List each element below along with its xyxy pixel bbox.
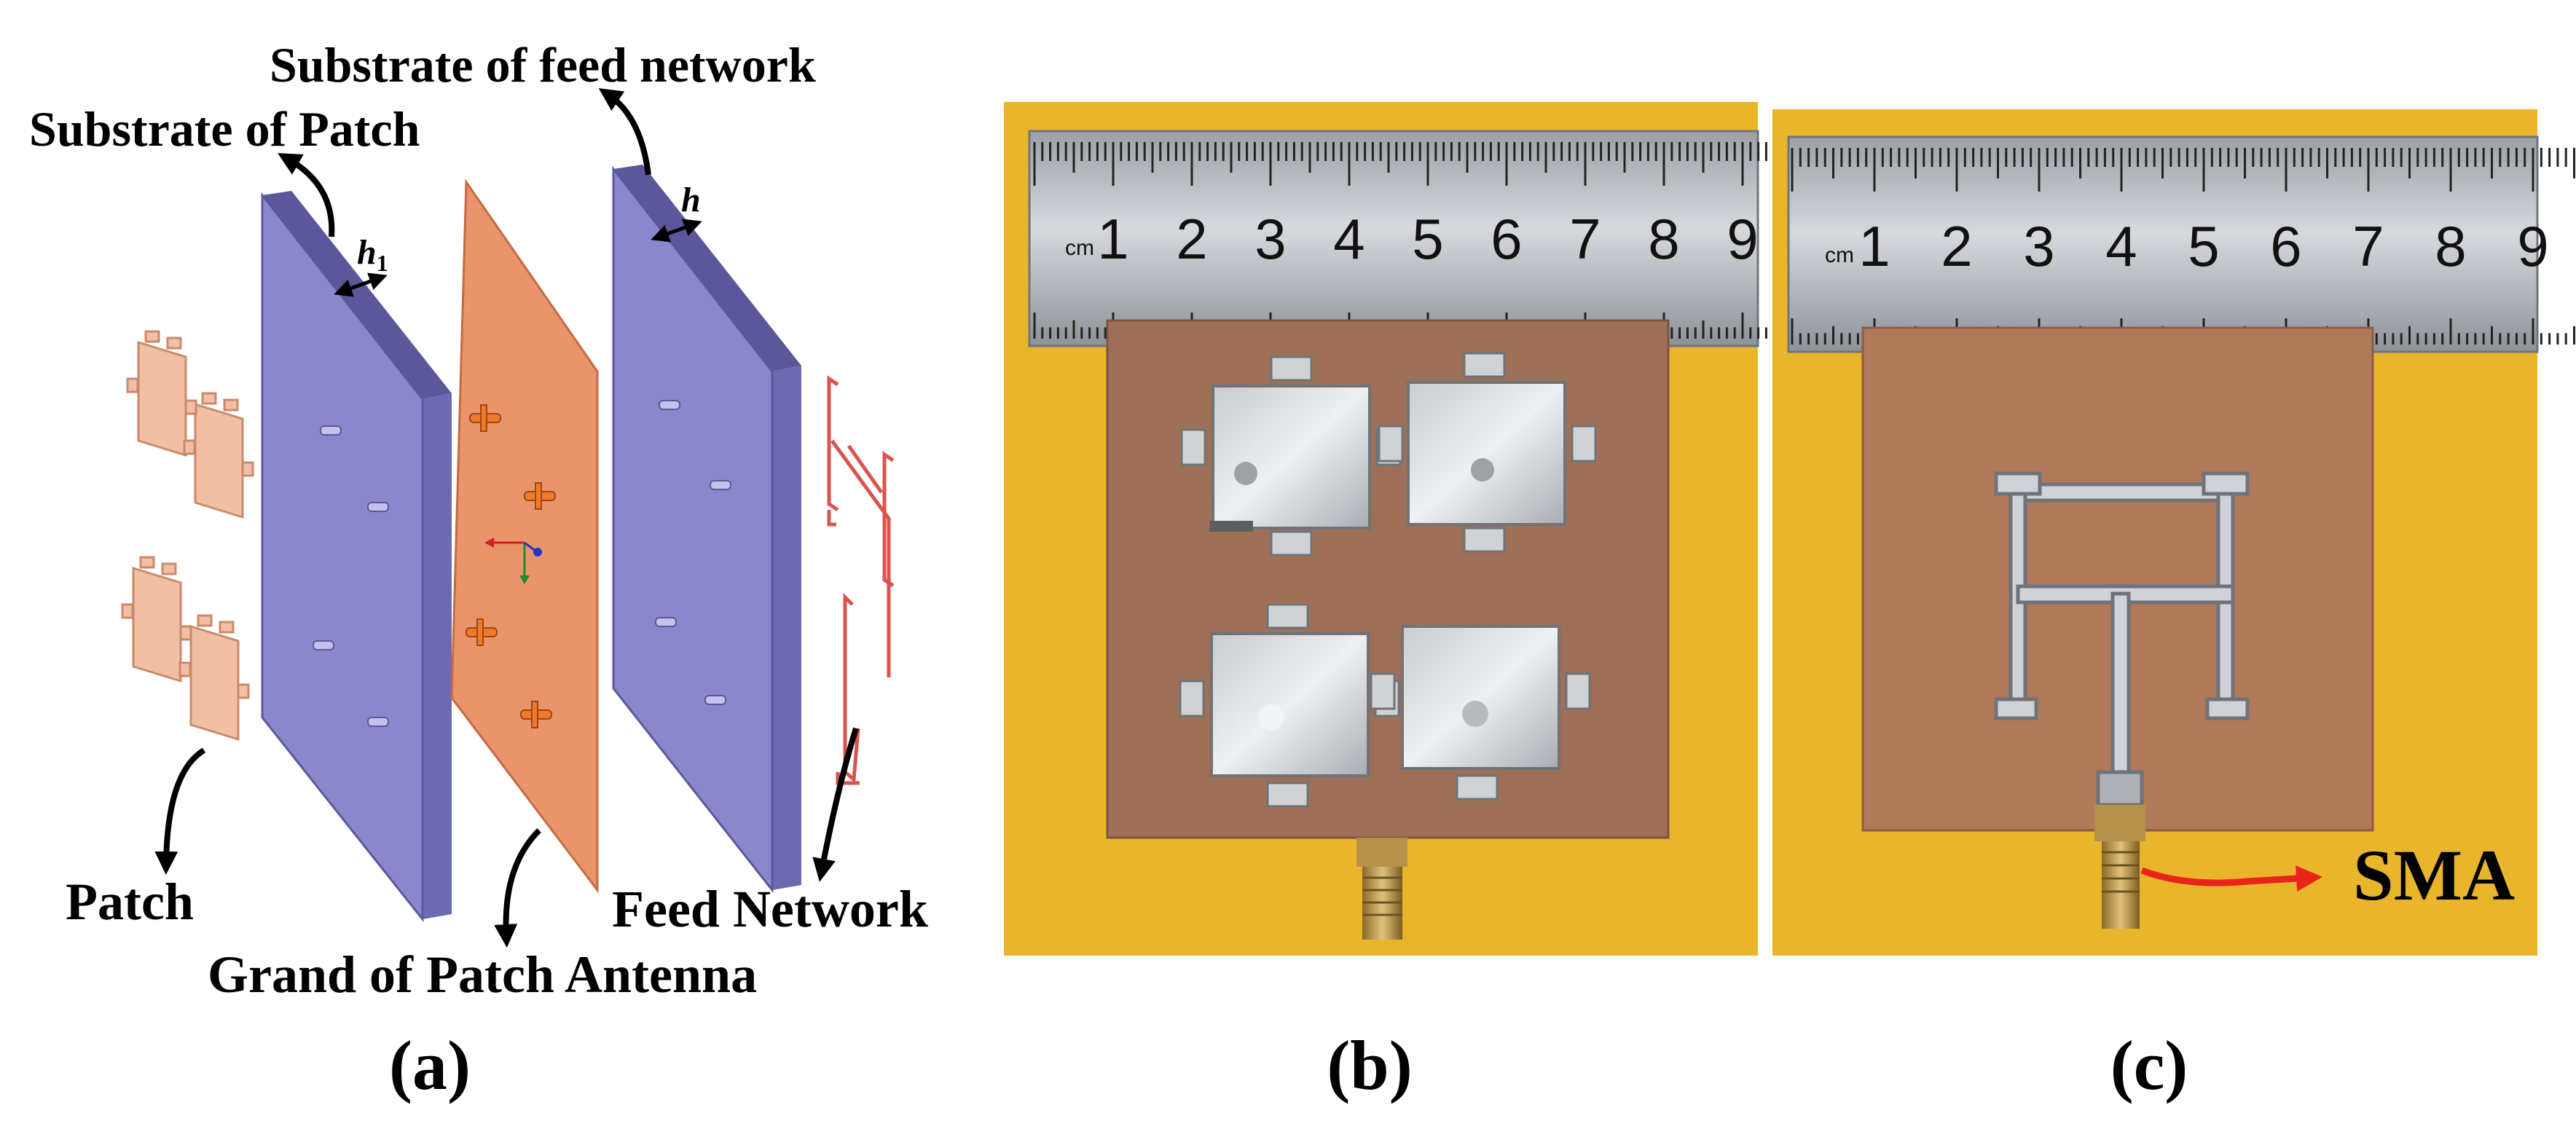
ruler-number: 1	[1858, 214, 1890, 278]
patch-element	[189, 624, 240, 742]
feed-network-photo	[1994, 471, 2250, 807]
patch-element	[194, 402, 244, 519]
pcb-b-board	[1106, 319, 1670, 839]
ruler-number: 6	[2270, 214, 2301, 278]
metal-patch	[1378, 352, 1597, 553]
panel-c-label: (c)	[2110, 1026, 2188, 1104]
ruler-number: 9	[1727, 207, 1758, 271]
ruler-number: 2	[1176, 207, 1207, 271]
feed-network-label: Feed Network	[612, 880, 928, 938]
ruler-number: 7	[2352, 214, 2384, 278]
ruler-number: 5	[1412, 207, 1443, 271]
metal-patch	[1370, 625, 1591, 801]
substrate-feed-arrow	[598, 88, 651, 176]
ruler-number: 8	[2435, 214, 2466, 278]
ruler-number: 6	[1491, 207, 1522, 271]
panel-a-label: (a)	[389, 1026, 471, 1104]
patch-substrate-slab	[261, 191, 452, 923]
patch-label: Patch	[66, 873, 194, 931]
patch-array-layer	[121, 330, 254, 742]
axis-triad	[484, 538, 542, 584]
ruler-number: 4	[1333, 207, 1364, 271]
ground-arrow	[494, 828, 541, 948]
substrate-patch-label: Substrate of Patch	[29, 101, 420, 157]
h1-dimension-arrow	[334, 272, 388, 297]
patch-element	[137, 340, 187, 457]
h-label: h	[681, 181, 701, 219]
ground-plane-sheet	[450, 178, 599, 894]
ruler-number: 3	[1254, 207, 1286, 271]
panel-a-diagram: Substrate of feed network Substrate of P…	[29, 37, 928, 1104]
panel-b-label: (b)	[1327, 1026, 1412, 1104]
feed-substrate-slab	[612, 165, 801, 894]
feed-network-arrow	[812, 727, 859, 882]
patch-arrow	[154, 747, 206, 875]
ruler-number: 2	[1941, 214, 1972, 278]
ruler-number: 5	[2188, 214, 2219, 278]
ruler-c-unit: cm	[1825, 243, 1854, 267]
patch-elements-photo	[1179, 352, 1597, 808]
h1-label: h1	[357, 233, 388, 276]
metal-patch	[1179, 603, 1400, 808]
ruler-number: 8	[1648, 207, 1679, 271]
feed-network-trace	[827, 375, 895, 785]
sma-pointer-arrow	[2140, 865, 2322, 892]
ruler-b-unit: cm	[1065, 236, 1094, 260]
sma-connector-c	[2094, 805, 2145, 929]
metal-patch	[1180, 355, 1402, 556]
ground-label: Grand of Patch Antenna	[208, 945, 757, 1004]
sma-label: SMA	[2353, 835, 2515, 916]
ruler-number: 4	[2105, 214, 2137, 278]
ruler-number: 1	[1097, 207, 1128, 271]
ruler-number: 7	[1569, 207, 1601, 271]
ruler-number: 3	[2023, 214, 2054, 278]
ruler-number: 9	[2517, 214, 2548, 278]
substrate-patch-arrow	[278, 153, 335, 237]
sma-connector-b	[1356, 838, 1407, 940]
substrate-feed-label: Substrate of feed network	[270, 37, 816, 93]
patch-element	[132, 566, 182, 683]
h-dimension-arrow	[651, 219, 702, 243]
